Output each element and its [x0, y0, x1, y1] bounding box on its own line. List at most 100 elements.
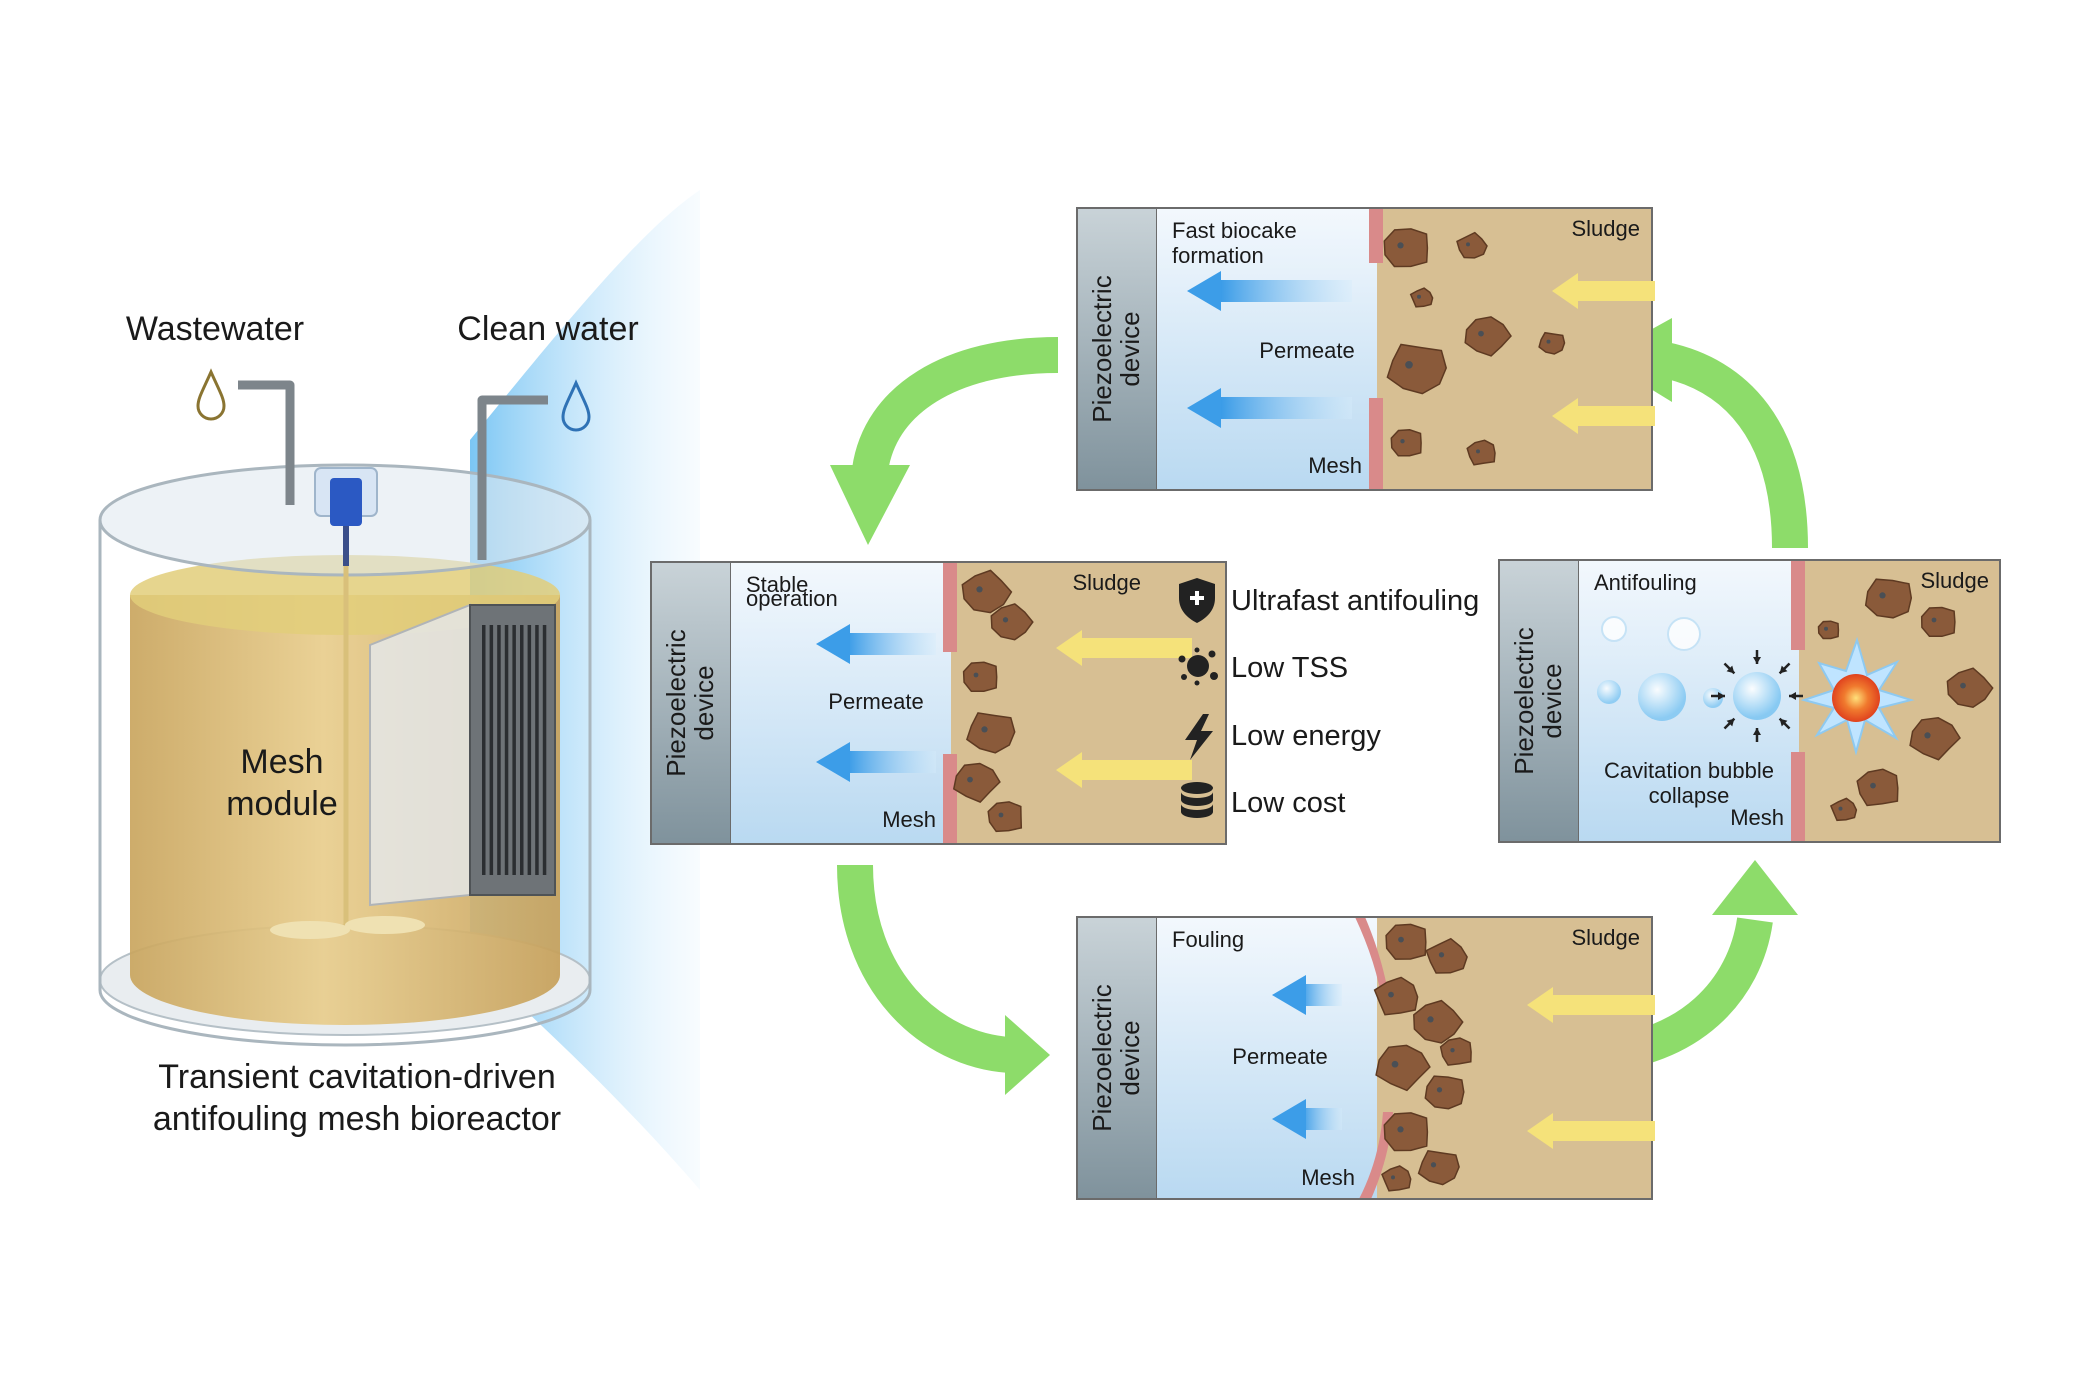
permeate-arrow-icon [1272, 975, 1306, 1015]
implosion-arrowhead [1753, 728, 1761, 735]
sludge-clump [1856, 768, 1899, 807]
sludge-speck [1870, 782, 1876, 789]
bubble [1601, 616, 1627, 642]
permeate-arrow-body [1215, 397, 1352, 419]
mesh-slot [527, 625, 532, 875]
sludge-clump [1425, 937, 1468, 974]
sludge-arrow-body [1549, 1121, 1655, 1141]
sludge-clump [1424, 1075, 1465, 1110]
burst-core [1832, 674, 1880, 722]
sludge-clumps [1373, 923, 1472, 1192]
piezo-label-1: Piezoelectric [661, 629, 691, 776]
cycle-arrowhead [1005, 1015, 1050, 1095]
sludge-clump [962, 661, 998, 692]
sludge-speck [976, 586, 983, 593]
mesh-module-label-1: Mesh [240, 743, 323, 781]
sludge-speck [1824, 626, 1828, 631]
sludge-clump [1946, 667, 1994, 708]
cycle-arrow-left-to-bottom [837, 864, 1012, 1073]
sludge-flow-arrows [1056, 630, 1192, 788]
benefit-low-cost: Low cost [1231, 787, 1345, 819]
permeate-label: Permeate [1259, 338, 1354, 363]
mesh-slot [542, 625, 547, 875]
sludge-speck [1398, 936, 1404, 943]
panel-fouling: Piezoelectric device Fouling Permeate Me… [1076, 916, 1655, 1200]
sludge-arrow-body [1549, 995, 1655, 1015]
state-label-2: operation [746, 586, 838, 611]
sludge-clump [1375, 1044, 1431, 1092]
sludge-speck [1427, 1016, 1434, 1023]
benefit-low-energy: Low energy [1231, 720, 1381, 752]
mesh-slot [535, 625, 539, 875]
permeate-label: Permeate [1232, 1044, 1327, 1069]
outlet-pipe [477, 395, 548, 560]
sludge-speck [1388, 991, 1394, 998]
sludge-clump [1909, 717, 1961, 761]
impeller-blade [345, 916, 425, 934]
piezo-label-2: device [1115, 311, 1145, 386]
sludge-flow-arrows [1527, 987, 1655, 1149]
permeate-arrow-icon [1187, 388, 1221, 428]
sludge-speck [1478, 330, 1484, 337]
mesh-slot [520, 625, 524, 875]
sludge-speck [1400, 439, 1405, 444]
inlet-pipe [238, 380, 295, 505]
sludge-arrow-icon [1552, 398, 1578, 434]
sludge-clump [1817, 620, 1840, 640]
permeate-zone [731, 562, 951, 844]
sludge-clump [1383, 228, 1429, 268]
sludge-clump [987, 801, 1023, 833]
sludge-label: Sludge [1571, 925, 1640, 950]
sludge-arrow-body [1574, 406, 1655, 426]
permeate-arrow-body [1215, 280, 1352, 302]
sludge-speck [1838, 806, 1843, 811]
permeate-arrow-icon [816, 624, 850, 664]
shield-plus-icon [1179, 578, 1215, 623]
sludge-arrow-icon [1552, 273, 1578, 309]
panel-border [1076, 916, 1653, 1200]
sludge-arrow-body [1078, 638, 1192, 658]
sludge-clumps [1383, 228, 1566, 466]
permeate-arrows [1272, 975, 1342, 1139]
clean-water-label: Clean water [457, 310, 638, 348]
cycle-arrowhead [1712, 860, 1798, 915]
sludge-clumps [952, 569, 1034, 833]
implosion-arrowhead [1779, 718, 1788, 727]
sludge-flow-arrows [1552, 273, 1655, 434]
particles-icon [1178, 647, 1218, 686]
bubble-label-2: collapse [1649, 783, 1730, 808]
sludge-clump [1456, 231, 1488, 259]
mesh-strip [943, 754, 957, 844]
mesh-label: Mesh [1730, 805, 1784, 830]
sludge-clumps [1817, 578, 1994, 822]
reactor-caption-2: antifouling mesh bioreactor [153, 1100, 561, 1138]
implosion-arrowhead [1726, 665, 1735, 674]
sludge-speck [1438, 952, 1445, 958]
sludge-speck [967, 776, 973, 783]
implosion-arrowhead [1779, 665, 1788, 674]
sludge-speck [1546, 339, 1551, 344]
mesh-slots [482, 625, 547, 875]
bubble [1638, 673, 1686, 721]
permeate-arrows [816, 624, 936, 782]
piezo-label-2: device [689, 665, 719, 740]
sludge-label: Sludge [1920, 568, 1989, 593]
implosion-arrowhead [1718, 692, 1725, 700]
implosion-arrowhead [1753, 657, 1761, 664]
sludge-clump [1373, 976, 1419, 1016]
collapsing-bubble [1733, 672, 1781, 720]
mesh-slot [504, 625, 509, 875]
sludge-arrow-icon [1527, 1113, 1553, 1149]
sludge-speck [973, 672, 979, 678]
permeate-arrow-body [1300, 984, 1342, 1006]
mesh-strip [943, 562, 957, 652]
bioreactor: Wastewater Clean water Mesh module Trans… [98, 190, 700, 1190]
state-label-1: Antifouling [1594, 570, 1697, 595]
permeate-arrow-body [844, 633, 936, 655]
sludge-speck [1924, 732, 1931, 739]
panel-border [1076, 207, 1653, 491]
permeate-arrow-body [844, 751, 936, 773]
panel-fast-biocake: Piezoelectric device Fast biocake format… [1076, 207, 1655, 491]
sludge-arrow-body [1574, 281, 1655, 301]
